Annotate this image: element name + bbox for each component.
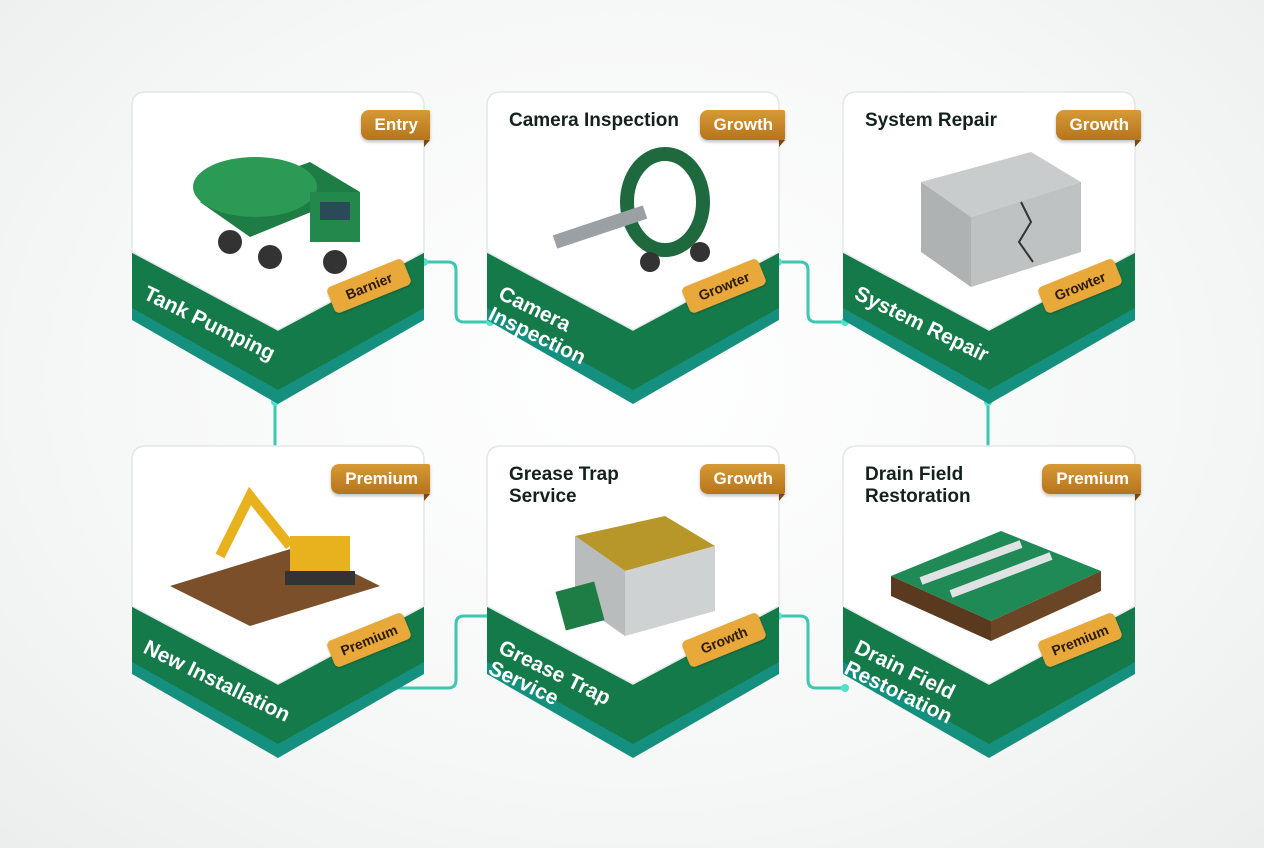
- service-card-tank-pumping[interactable]: Entry Tank Pumping Barnier: [131, 91, 431, 404]
- pipe-camera-reel-icon: [552, 147, 710, 272]
- service-card-drain-field-restoration[interactable]: Drain Field Restoration Premium Drain Fi…: [841, 445, 1141, 758]
- tier-badge: Growth: [699, 464, 785, 501]
- septic-pump-truck-icon: [193, 157, 360, 274]
- tier-badge: Premium: [331, 464, 430, 501]
- service-card-camera-inspection[interactable]: Camera Inspection Growth Camera Inspecti…: [485, 91, 785, 404]
- tier-badge: Growth: [699, 110, 785, 147]
- tier-badge: Premium: [1042, 464, 1141, 501]
- cracked-tank-repair-icon: [921, 152, 1081, 287]
- drain-field-icon: [891, 531, 1101, 641]
- grease-trap-icon: [555, 516, 715, 636]
- tier-badge: Entry: [360, 110, 431, 147]
- tier-badge: Growth: [1055, 110, 1141, 147]
- service-card-new-installation[interactable]: Premium New Installation Premium: [131, 445, 430, 758]
- excavator-icon: [170, 486, 380, 626]
- card-title: Drain Field Restoration: [865, 464, 971, 507]
- card-title: System Repair: [865, 110, 998, 131]
- service-card-grease-trap-service[interactable]: Grease Trap Service Growth Grease Trap S…: [485, 445, 785, 758]
- card-title: Camera Inspection: [509, 110, 679, 131]
- card-title: Grease Trap Service: [509, 464, 619, 507]
- service-card-system-repair[interactable]: System Repair Growth System Repair Growt…: [842, 91, 1141, 404]
